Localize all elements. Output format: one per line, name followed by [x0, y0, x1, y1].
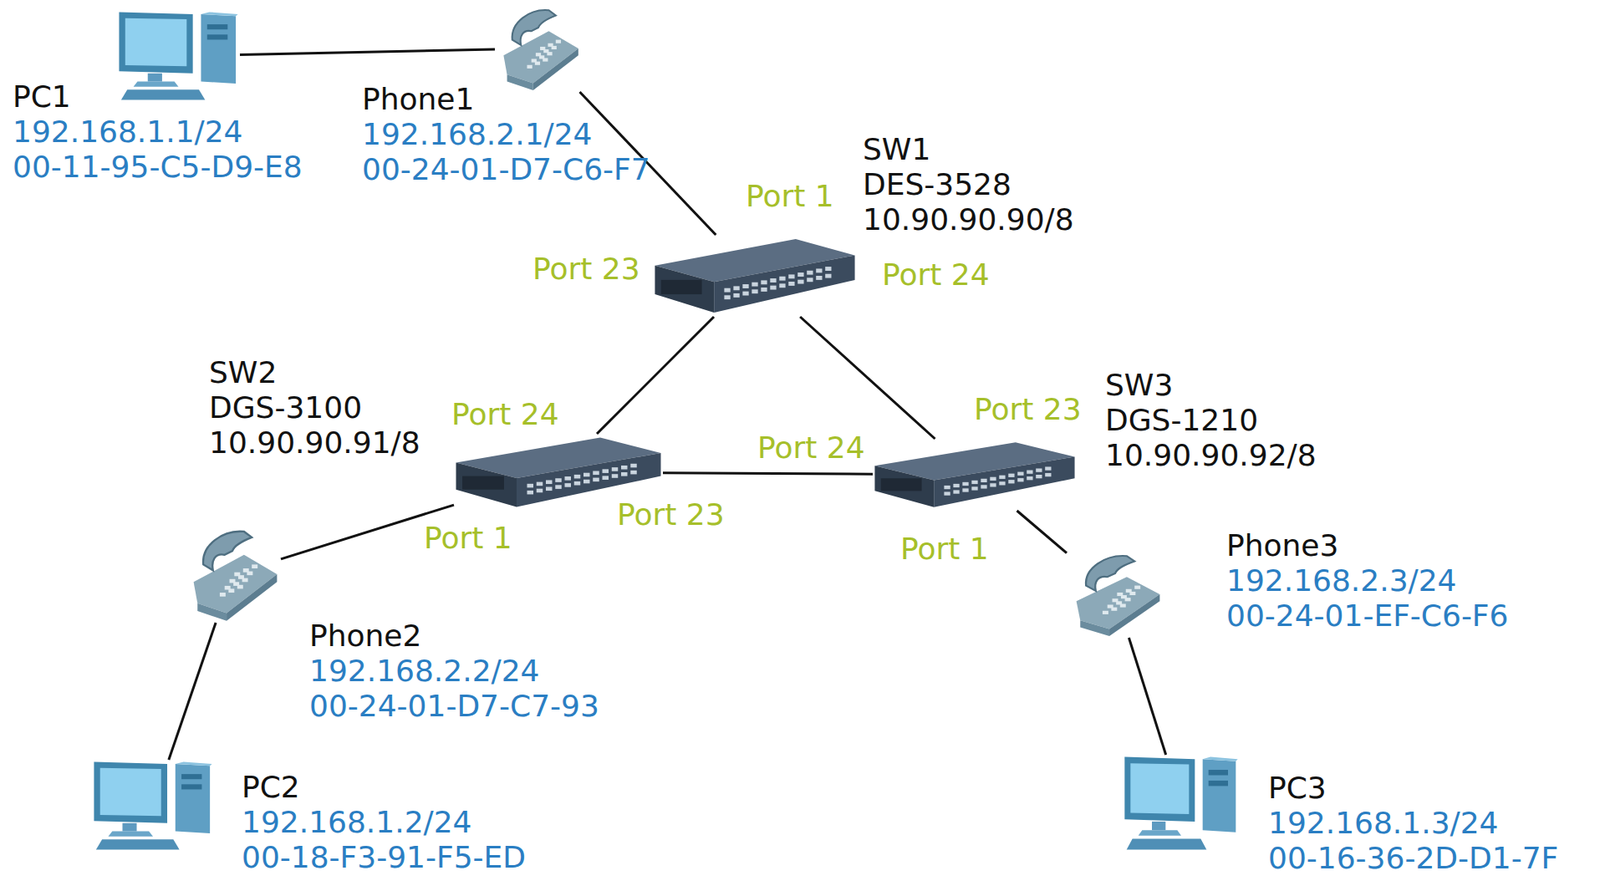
phone-node: Phone2192.168.2.2/2400-24-01-D7-C7-93 — [183, 525, 281, 623]
device-label: SW2DGS-310010.90.90.91/8 — [208, 355, 421, 461]
device-address: 192.168.2.3/24 — [1226, 563, 1509, 599]
device-name: PC1 — [12, 79, 303, 115]
device-name: Phone1 — [361, 81, 651, 118]
pc-icon — [117, 10, 240, 102]
device-address: DGS-1210 — [1105, 402, 1317, 439]
pc-node: PC2192.168.1.2/2400-18-F3-91-F5-ED — [91, 759, 215, 852]
device-detail: 00-24-01-D7-C6-F7 — [361, 152, 651, 188]
device-label: Phone3192.168.2.3/2400-24-01-EF-C6-F6 — [1226, 528, 1509, 634]
pc-node: PC3192.168.1.3/2400-16-36-2D-D1-7F — [1122, 754, 1240, 852]
device-detail: 00-24-01-EF-C6-F6 — [1226, 598, 1509, 634]
port-label: Port 24 — [754, 431, 868, 465]
network-cable — [662, 473, 873, 475]
network-cable — [1017, 510, 1067, 554]
device-address: DGS-3100 — [208, 390, 421, 426]
device-address: 192.168.1.1/24 — [12, 114, 303, 150]
pc-icon — [1122, 754, 1240, 852]
device-address: 192.168.2.1/24 — [361, 117, 651, 153]
device-detail: 10.90.90.90/8 — [862, 202, 1075, 238]
device-address: 192.168.1.2/24 — [241, 805, 526, 841]
device-name: SW2 — [208, 355, 421, 391]
device-label: PC3192.168.1.3/2400-16-36-2D-D1-7F — [1268, 770, 1559, 877]
network-cable — [168, 622, 216, 760]
phone-icon — [183, 525, 281, 623]
port-label: Port 23 — [529, 252, 643, 286]
device-name: Phone3 — [1226, 528, 1509, 564]
port-label: Port 1 — [743, 179, 837, 214]
port-label: Port 24 — [879, 258, 993, 292]
switch-icon — [872, 438, 1077, 511]
device-label: Phone1192.168.2.1/2400-24-01-D7-C6-F7 — [361, 81, 651, 188]
phone-node: Phone3192.168.2.3/2400-24-01-EF-C6-F6 — [1066, 550, 1164, 638]
switch-icon — [652, 234, 857, 317]
switch-node: SW3DGS-121010.90.90.92/8 — [872, 438, 1077, 511]
device-label: SW3DGS-121010.90.90.92/8 — [1105, 367, 1317, 474]
phone-icon — [494, 5, 582, 92]
port-label: Port 23 — [614, 498, 728, 532]
network-cable — [596, 316, 714, 434]
device-detail: 00-11-95-C5-D9-E8 — [12, 149, 303, 185]
device-detail: 10.90.90.92/8 — [1105, 438, 1317, 474]
device-address: 192.168.1.3/24 — [1268, 805, 1559, 841]
device-name: PC3 — [1268, 770, 1559, 806]
device-name: SW3 — [1105, 367, 1317, 403]
device-address: DES-3528 — [862, 167, 1075, 203]
device-detail: 00-18-F3-91-F5-ED — [241, 840, 526, 876]
port-label: Port 1 — [421, 521, 515, 556]
phone-icon — [1066, 550, 1164, 638]
network-cable — [1128, 637, 1166, 755]
port-label: Port 23 — [971, 392, 1085, 427]
device-label: Phone2192.168.2.2/2400-24-01-D7-C7-93 — [309, 618, 600, 724]
device-detail: 00-16-36-2D-D1-7F — [1268, 840, 1559, 877]
device-name: Phone2 — [309, 618, 600, 654]
device-address: 192.168.2.2/24 — [309, 653, 600, 689]
device-detail: 00-24-01-D7-C7-93 — [309, 688, 600, 724]
pc-icon — [91, 759, 215, 852]
pc-node: PC1192.168.1.1/2400-11-95-C5-D9-E8 — [117, 10, 240, 102]
device-name: SW1 — [862, 132, 1075, 168]
device-label: PC1192.168.1.1/2400-11-95-C5-D9-E8 — [12, 79, 303, 185]
device-label: PC2192.168.1.2/2400-18-F3-91-F5-ED — [241, 769, 526, 876]
phone-node: Phone1192.168.2.1/2400-24-01-D7-C6-F7 — [494, 5, 582, 92]
device-detail: 10.90.90.91/8 — [208, 425, 421, 461]
port-label: Port 24 — [448, 397, 562, 432]
switch-node: SW1DES-352810.90.90.90/8 — [652, 234, 857, 317]
device-label: SW1DES-352810.90.90.90/8 — [862, 132, 1075, 238]
port-label: Port 1 — [897, 532, 992, 566]
network-cable — [239, 49, 495, 55]
network-cable — [800, 316, 935, 439]
device-name: PC2 — [241, 769, 526, 806]
